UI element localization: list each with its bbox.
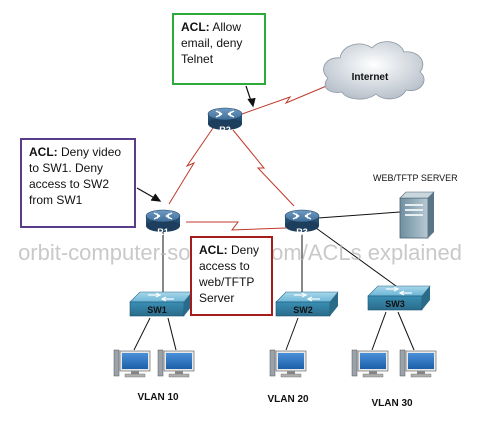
link-r2-r3	[232, 129, 295, 207]
pc-vlan10-1[interactable]	[113, 349, 151, 378]
link-sw1-pc2	[167, 317, 177, 351]
router-r1[interactable]: R1	[145, 209, 181, 237]
link-r3-server	[317, 211, 401, 219]
switch-sw1-label: SW1	[147, 305, 167, 315]
vlan10-label: VLAN 10	[137, 392, 179, 403]
pc-vlan30-2[interactable]	[399, 349, 437, 378]
link-sw3-pc1	[371, 311, 387, 351]
internet-label: Internet	[352, 72, 389, 83]
link-r2-r1	[168, 127, 214, 205]
internet-cloud: Internet	[323, 41, 425, 100]
acl-r1-text: Deny video to SW1. Deny access to SW2 fr…	[29, 145, 122, 207]
callout-arrows	[136, 85, 256, 202]
vlan30-label: VLAN 30	[371, 398, 413, 409]
pc-vlan30-1[interactable]	[351, 349, 389, 378]
switch-sw3[interactable]: SW3	[367, 285, 431, 311]
pc-vlan20[interactable]	[269, 349, 307, 378]
acl-r3-text: Deny access to web/TFTP Server	[199, 243, 260, 305]
link-sw1-pc1	[133, 317, 151, 351]
switch-sw2[interactable]: SW2	[275, 291, 339, 317]
link-r1-r3	[186, 221, 287, 231]
server-label: WEB/TFTP SERVER	[373, 173, 458, 183]
router-r2-label: R2	[219, 125, 231, 135]
router-r3[interactable]: R3	[284, 209, 320, 237]
acl-box-r1: ACL: Deny video to SW1. Deny access to S…	[20, 138, 136, 228]
acl-box-r2: ACL: Allow email, deny Telnet	[172, 13, 266, 85]
pc-icon	[351, 349, 389, 378]
router-r3-label: R3	[296, 227, 308, 237]
acl-r2-text: Allow email, deny Telnet	[181, 20, 243, 66]
switch-sw3-label: SW3	[385, 299, 405, 309]
pc-icon	[113, 349, 151, 378]
vlan20-label: VLAN 20	[267, 394, 309, 405]
switch-sw1[interactable]: SW1	[129, 291, 193, 317]
pc-icon	[399, 349, 437, 378]
switch-sw2-label: SW2	[293, 305, 313, 315]
router-r1-label: R1	[157, 227, 169, 237]
acl-r1-title: ACL:	[29, 145, 58, 159]
pc-icon	[269, 349, 307, 378]
acl-r3-title: ACL:	[199, 243, 228, 257]
link-sw3-pc2	[397, 311, 415, 351]
arrow-head-r2	[247, 97, 256, 108]
link-r3-sw3	[315, 227, 397, 287]
router-r2[interactable]: R2	[207, 107, 243, 135]
link-sw2-pc	[285, 317, 299, 351]
link-r2-internet	[241, 81, 337, 115]
acl-box-r3: ACL: Deny access to web/TFTP Server	[190, 236, 273, 316]
pc-icon	[157, 349, 195, 378]
pc-vlan10-2[interactable]	[157, 349, 195, 378]
acl-r2-title: ACL:	[181, 20, 210, 34]
web-tftp-server[interactable]: WEB/TFTP SERVER	[373, 173, 458, 239]
arrow-head-r1	[150, 193, 162, 202]
